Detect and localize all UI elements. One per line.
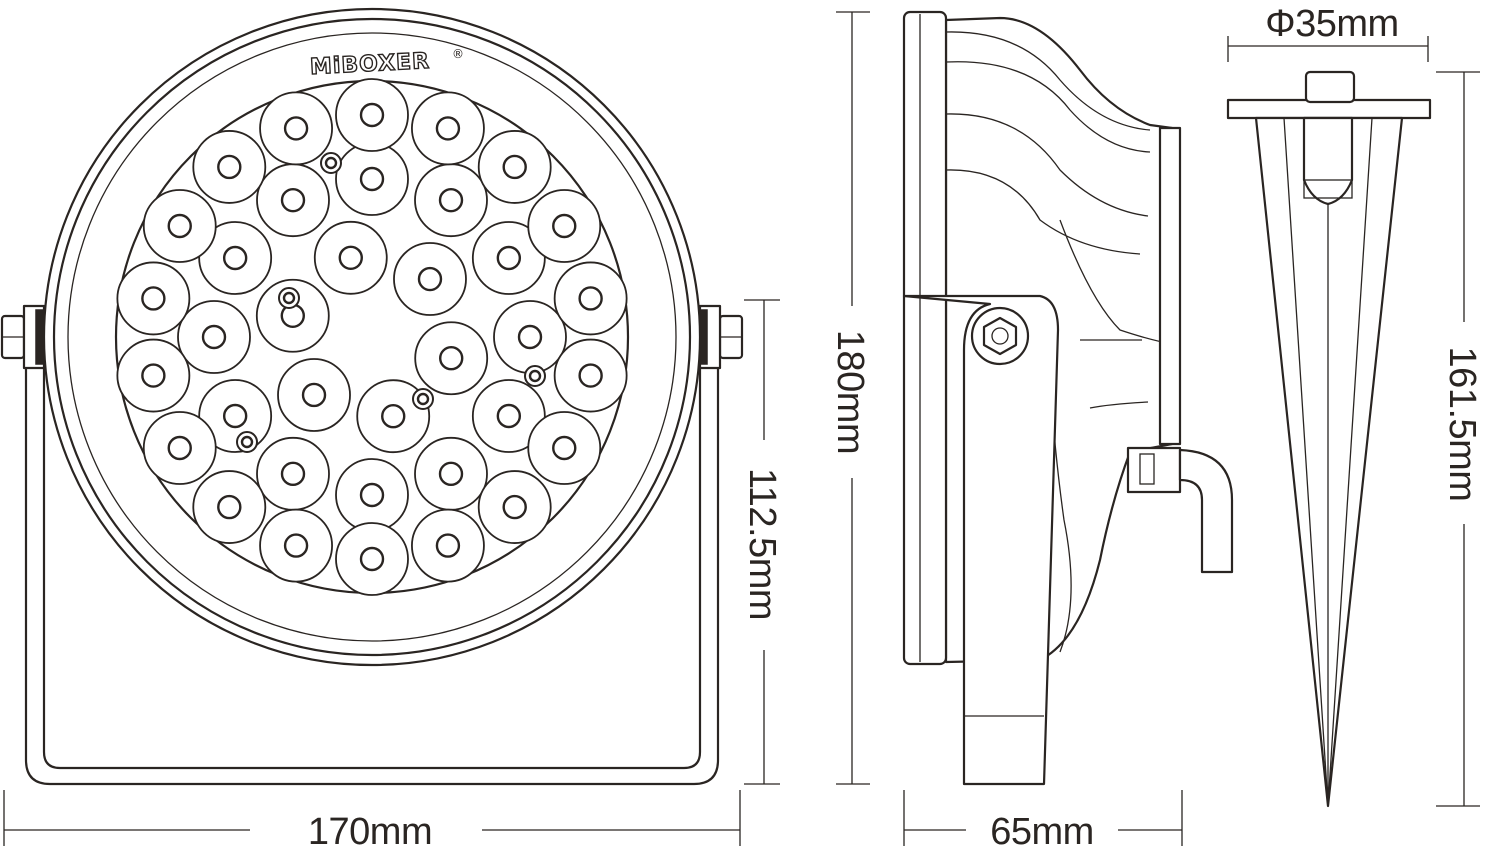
led-lens (356, 379, 431, 454)
led-lens (335, 458, 409, 532)
led-lens (335, 78, 409, 152)
u-bracket (24, 316, 720, 786)
led-lens (256, 436, 330, 511)
dim-spike-diameter-label: Φ35mm (1265, 3, 1398, 45)
front-plate (902, 10, 948, 666)
led-lens (255, 278, 330, 353)
led-lens (527, 411, 602, 485)
led-lens (177, 300, 251, 374)
led-lens (142, 189, 217, 263)
side-bracket-arm (902, 294, 1060, 786)
u-bracket-inner (42, 338, 702, 770)
spike-insert (1302, 116, 1354, 206)
led-lens (471, 221, 546, 295)
housing-bezel (67, 32, 677, 642)
led-lens (256, 163, 330, 238)
led-array (116, 78, 628, 596)
led-lens (335, 522, 409, 596)
bolt-left (0, 304, 47, 370)
led-lens (471, 379, 546, 453)
led-lens (116, 261, 191, 336)
bolt-right (696, 304, 744, 370)
led-lens (116, 338, 191, 413)
led-lens (393, 242, 467, 316)
ground-spike (1226, 70, 1432, 808)
dim-spike-length-label: 161.5mm (1441, 347, 1483, 502)
screw (236, 431, 258, 453)
led-lens (277, 358, 351, 432)
led-lens (493, 300, 567, 374)
led-lens (313, 220, 388, 295)
screw-array (236, 152, 546, 453)
dimension-lines (3, 11, 1480, 846)
led-lens (192, 130, 267, 204)
led-lens (553, 338, 628, 413)
screw (278, 287, 300, 309)
led-lens (553, 261, 628, 336)
led-lens (477, 130, 552, 204)
led-lens (198, 221, 273, 295)
dim-height-label: 180mm (829, 330, 871, 454)
led-lens (414, 321, 489, 396)
led-lens (142, 411, 217, 485)
dim-bracket-height-label: 112.5mm (741, 468, 783, 620)
led-lens (192, 470, 267, 544)
dim-width-label: 170mm (308, 811, 432, 852)
spike-blade (1254, 116, 1404, 808)
led-lens (335, 142, 409, 216)
led-lens (411, 91, 485, 166)
led-lens (477, 470, 552, 544)
cable (1178, 448, 1234, 574)
housing-ring (52, 17, 692, 657)
side-view (902, 10, 1234, 786)
rear-cap (1158, 126, 1182, 446)
dim-depth-label: 65mm (990, 811, 1094, 852)
led-lens (259, 91, 333, 166)
pivot-bolt (970, 306, 1030, 366)
screw (524, 365, 546, 387)
screw (412, 388, 434, 410)
led-lens (414, 436, 488, 511)
led-lens (259, 508, 333, 583)
screw (320, 152, 342, 174)
led-lens (411, 508, 485, 583)
registered-mark: ® (452, 47, 464, 61)
spike-nut (1304, 70, 1356, 104)
front-view: MiBOXER ® (0, 7, 744, 786)
led-lens (414, 163, 488, 238)
led-lens (527, 189, 602, 263)
